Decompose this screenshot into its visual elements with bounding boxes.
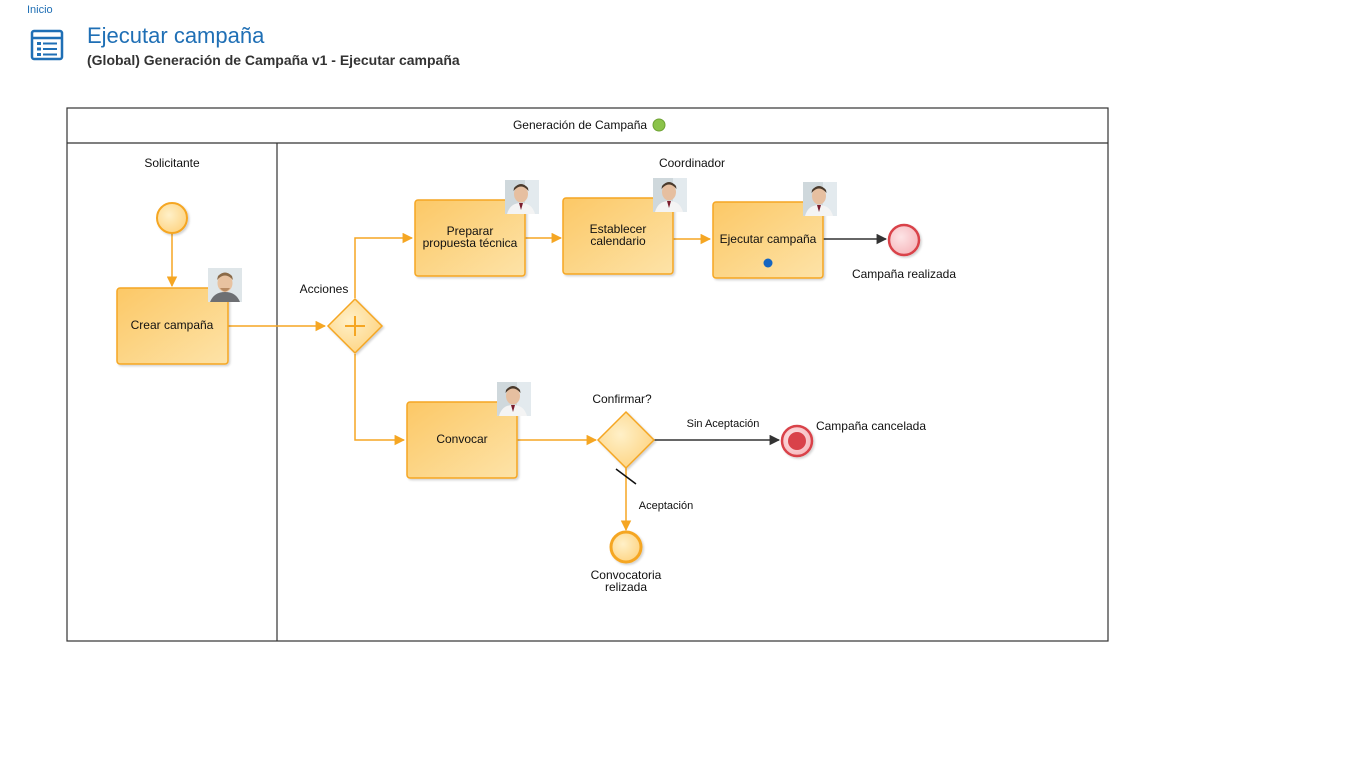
flow-acciones-to-convocar <box>354 354 406 446</box>
task-label: Convocar <box>436 432 487 446</box>
gateway-confirmar[interactable] <box>596 410 656 470</box>
default-flow-marker <box>615 468 637 485</box>
end-event-cancelada-label: Campaña cancelada <box>816 419 926 433</box>
task-label-line2: calendario <box>590 234 646 248</box>
task-list-icon <box>30 29 64 61</box>
end-event-realizada-label: Campaña realizada <box>852 267 956 281</box>
pool-name: Generación de Campaña <box>513 118 647 132</box>
avatar <box>208 268 242 302</box>
end-event-convocatoria-label-line2: relizada <box>605 580 647 594</box>
pool: Generación de Campaña <box>66 107 1109 642</box>
sequence-flows <box>166 232 888 532</box>
task-label-line1: Establecer <box>590 222 647 236</box>
task-label: Ejecutar campaña <box>720 232 817 246</box>
gateway-acciones-label: Acciones <box>300 282 349 296</box>
pool-status-dot <box>652 118 666 132</box>
task-convocar[interactable]: Convocar <box>406 382 531 479</box>
flow-acciones-to-preparar <box>354 232 414 298</box>
end-event-convocatoria-label-line1: Convocatoria <box>591 568 662 582</box>
flow-sin-aceptacion-label: Sin Aceptación <box>687 418 760 430</box>
current-task-marker <box>763 258 773 268</box>
task-establecer-calendario[interactable]: Establecer calendario <box>562 178 687 275</box>
task-label-line2: propuesta técnica <box>423 236 518 250</box>
lane-solicitante: Solicitante <box>144 156 200 170</box>
gateway-confirmar-label: Confirmar? <box>592 392 652 406</box>
task-label-line1: Preparar <box>447 224 494 238</box>
end-event-realizada[interactable] <box>887 223 921 257</box>
task-ejecutar-campana[interactable]: Ejecutar campaña <box>712 182 837 279</box>
task-label: Crear campaña <box>131 318 214 332</box>
start-event[interactable] <box>156 202 188 234</box>
end-event-cancelada[interactable] <box>780 424 814 458</box>
page-title: Ejecutar campaña <box>87 23 265 48</box>
avatar <box>803 182 837 216</box>
end-event-convocatoria[interactable] <box>609 530 643 564</box>
flow-aceptacion-label: Aceptación <box>639 500 693 512</box>
avatar <box>505 180 539 214</box>
task-preparar-propuesta[interactable]: Preparar propuesta técnica <box>414 180 539 277</box>
lane-coordinador: Coordinador <box>659 156 725 170</box>
avatar <box>497 382 531 416</box>
page-subtitle: (Global) Generación de Campaña v1 - Ejec… <box>87 52 460 68</box>
task-crear-campana[interactable]: Crear campaña <box>116 268 242 365</box>
breadcrumb-home-link[interactable]: Inicio <box>27 4 53 16</box>
avatar <box>653 178 687 212</box>
gateway-acciones[interactable] <box>326 297 384 355</box>
